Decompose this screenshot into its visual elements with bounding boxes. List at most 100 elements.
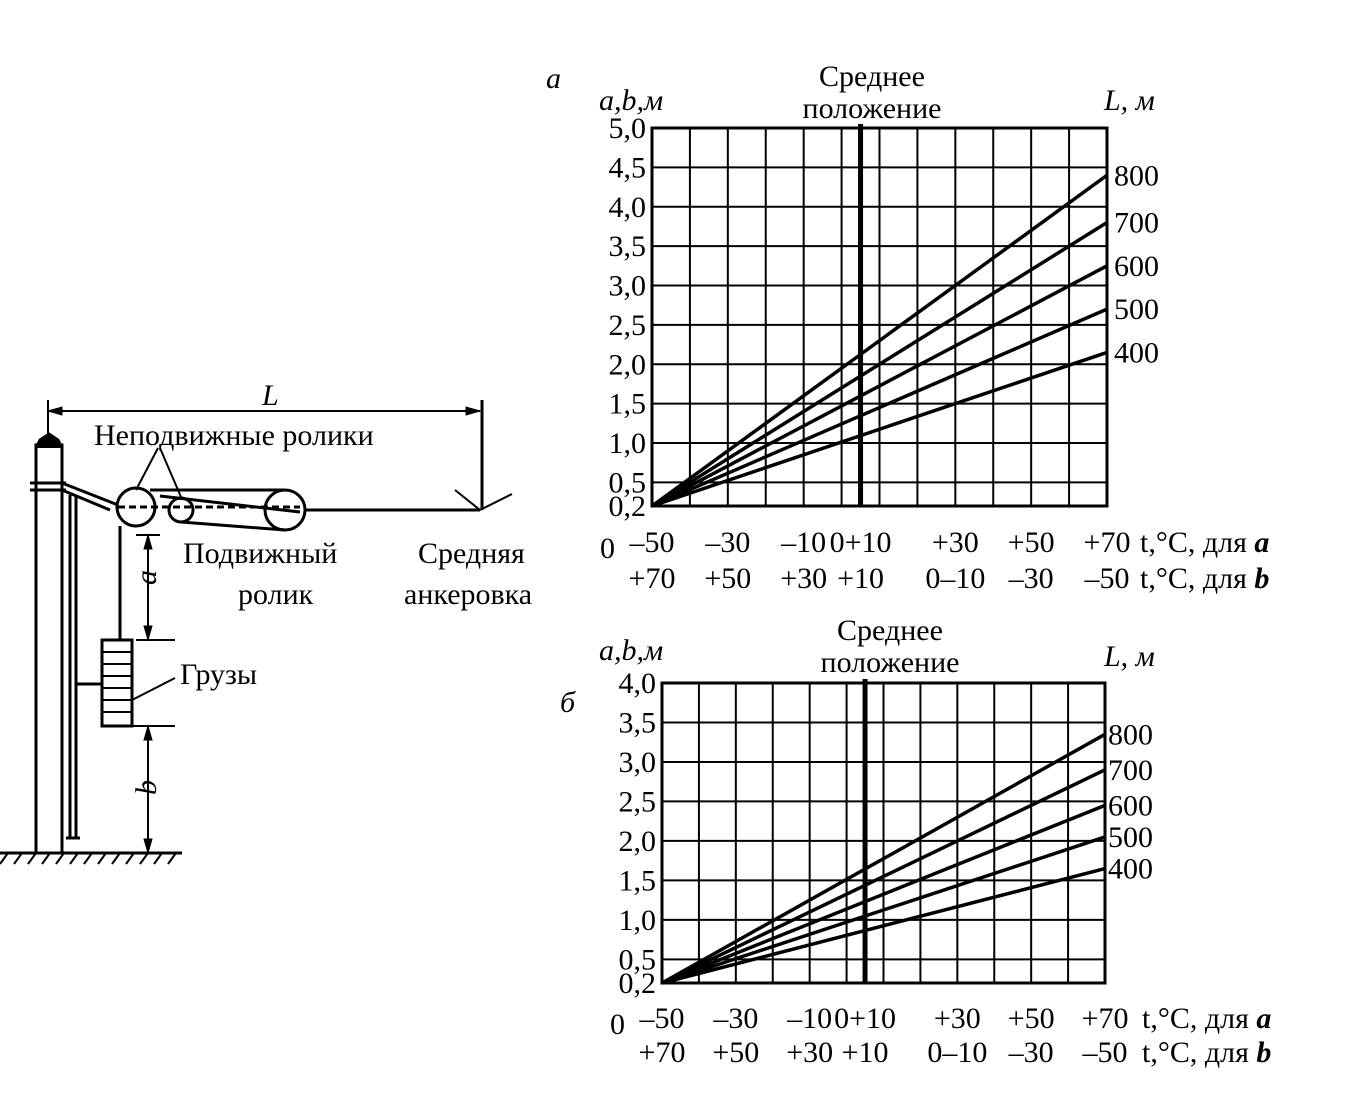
cable-bottom	[180, 520, 286, 532]
series-label-800: 800	[1108, 718, 1153, 751]
x-tick-label-b: 0–10	[927, 1036, 987, 1069]
x-unit-b: t,°C, для b	[1140, 562, 1269, 595]
series-line-500	[651, 307, 1108, 508]
y-tick-label: 2,0	[619, 825, 657, 858]
series-line-600	[661, 803, 1106, 985]
chart-title-line2: положение	[821, 646, 960, 679]
y-tick-label: 1,5	[609, 388, 647, 421]
x-tick-label-a: 0+10	[830, 526, 892, 559]
chart-b: б Среднее положение a,b,м L, м 800700600…	[560, 614, 1271, 1069]
leader-fixed-rollers	[135, 447, 159, 491]
y-tick-label: 2,0	[609, 348, 647, 381]
x-unit-b-letter: b	[1256, 1036, 1271, 1069]
x-zero-label: 0	[610, 1008, 625, 1041]
x-tick-label-b: +50	[704, 562, 751, 595]
weights-label: Грузы	[180, 658, 257, 691]
x-tick-label-b: –30	[1008, 562, 1054, 595]
x-unit-b-text: t,°C, для	[1142, 1036, 1249, 1069]
y-tick-label: 4,5	[609, 151, 647, 184]
x-tick-label-a: +50	[1008, 1002, 1055, 1035]
y-tick-label: 1,0	[609, 427, 647, 460]
x-tick-label-b: +70	[629, 562, 676, 595]
mid-anchor-label-2: анкеровка	[404, 578, 532, 611]
y-tick-label: 1,5	[619, 864, 657, 897]
x-tick-label-b: +70	[639, 1036, 686, 1069]
x-unit-b-text: t,°C, для	[1140, 562, 1247, 595]
x-unit-b: t,°C, для b	[1142, 1036, 1271, 1069]
panel-label: a	[546, 62, 561, 95]
y-axis-label: a,b,м	[599, 634, 663, 667]
series-label-700: 700	[1114, 207, 1159, 240]
y-tick-label: 3,0	[609, 270, 647, 303]
series-line-400	[651, 350, 1108, 508]
y-tick-label: 3,0	[619, 746, 657, 779]
x-tick-label-b: +30	[780, 562, 827, 595]
series-label-600: 600	[1114, 250, 1159, 283]
dim-b-label: b	[130, 780, 163, 795]
x-tick-label-b: +30	[786, 1036, 833, 1069]
y-tick-label: 1,0	[619, 904, 657, 937]
mid-anchor-label-1: Средняя	[418, 537, 525, 570]
movable-roller-label-1: Подвижный	[183, 537, 337, 570]
y-tick-label: 0,2	[609, 490, 647, 523]
x-tick-label-a: –10	[786, 1002, 832, 1035]
series-label-700: 700	[1108, 754, 1153, 787]
series-label-500: 500	[1114, 293, 1159, 326]
y-tick-label: 3,5	[619, 706, 657, 739]
x-zero-label: 0	[600, 532, 615, 565]
x-tick-label-b: –30	[1008, 1036, 1054, 1069]
series-line-400	[661, 866, 1106, 985]
x-tick-label-a: +50	[1008, 526, 1055, 559]
y-tick-label: 0,5	[619, 943, 657, 976]
x-tick-label-a: –50	[639, 1002, 685, 1035]
y-tick-label: 4,0	[619, 667, 657, 700]
y-tick-label: 3,5	[609, 230, 647, 263]
series-line-800	[661, 732, 1106, 985]
series-line-700	[651, 221, 1108, 508]
right-axis-label: L, м	[1103, 640, 1155, 673]
leader-mid-anchor-b	[479, 493, 513, 511]
y-axis-label: a,b,м	[599, 84, 663, 117]
x-tick-label-a: –30	[704, 526, 750, 559]
x-tick-label-a: 0+10	[834, 1002, 896, 1035]
x-tick-label-a: +70	[1084, 526, 1131, 559]
series-line-700	[661, 768, 1106, 985]
fixed-roller-right	[167, 496, 195, 524]
contact-wire	[159, 494, 301, 514]
panel-label: б	[560, 686, 576, 719]
x-unit-b-letter: b	[1254, 562, 1269, 595]
series-label-400: 400	[1114, 336, 1159, 369]
x-tick-label-b: –50	[1082, 1036, 1128, 1069]
chart-title-line1: Среднее	[819, 60, 925, 93]
x-tick-label-a: –50	[629, 526, 675, 559]
leader-mid-anchor-a	[454, 489, 481, 511]
x-unit-a-text: t,°C, для	[1142, 1002, 1249, 1035]
fixed-rollers-label: Неподвижные ролики	[94, 419, 374, 452]
anchor-schematic	[0, 400, 513, 865]
series-line-500	[661, 835, 1106, 985]
span-label: L	[261, 379, 279, 412]
series-label-400: 400	[1108, 853, 1153, 886]
x-tick-label-a: –10	[780, 526, 826, 559]
x-unit-a-letter: a	[1256, 1002, 1271, 1035]
y-tick-label: 4,0	[609, 191, 647, 224]
ground-hatching	[0, 852, 177, 865]
x-tick-label-a: +30	[932, 526, 979, 559]
series-line-800	[650, 173, 1109, 508]
x-unit-a-letter: a	[1254, 526, 1269, 559]
chart-title-line2: положение	[803, 92, 942, 125]
series-label-500: 500	[1108, 821, 1153, 854]
series-label-600: 600	[1108, 789, 1153, 822]
movable-roller-label-2: ролик	[238, 578, 314, 611]
x-unit-a: t,°C, для a	[1140, 526, 1269, 559]
pole	[34, 443, 64, 855]
x-tick-label-a: +30	[934, 1002, 981, 1035]
y-tick-label: 0,5	[609, 466, 647, 499]
x-tick-label-a: +70	[1082, 1002, 1129, 1035]
x-tick-label-b: 0–10	[925, 562, 985, 595]
x-tick-label-b: +50	[712, 1036, 759, 1069]
y-tick-label: 2,5	[619, 785, 657, 818]
pole-cap	[34, 432, 64, 449]
series-line-600	[651, 264, 1108, 508]
